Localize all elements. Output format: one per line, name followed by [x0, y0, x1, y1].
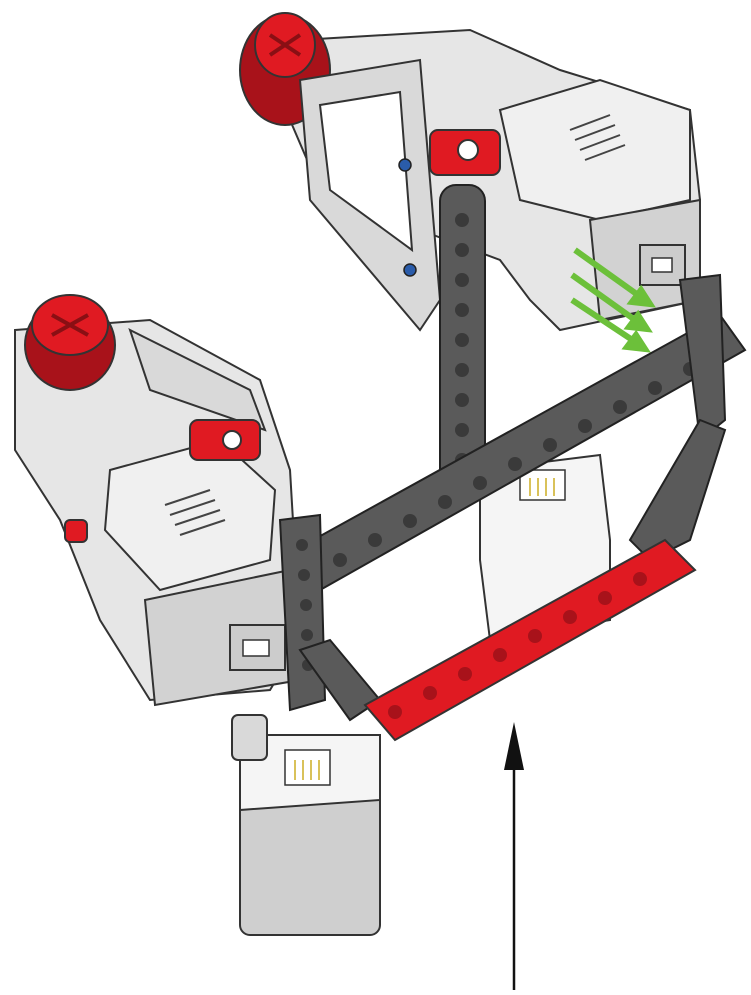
lower-large-motor [15, 295, 300, 705]
upper-vertical-beam [440, 185, 485, 485]
direction-arrow [504, 722, 524, 990]
lower-sensor [232, 715, 380, 935]
